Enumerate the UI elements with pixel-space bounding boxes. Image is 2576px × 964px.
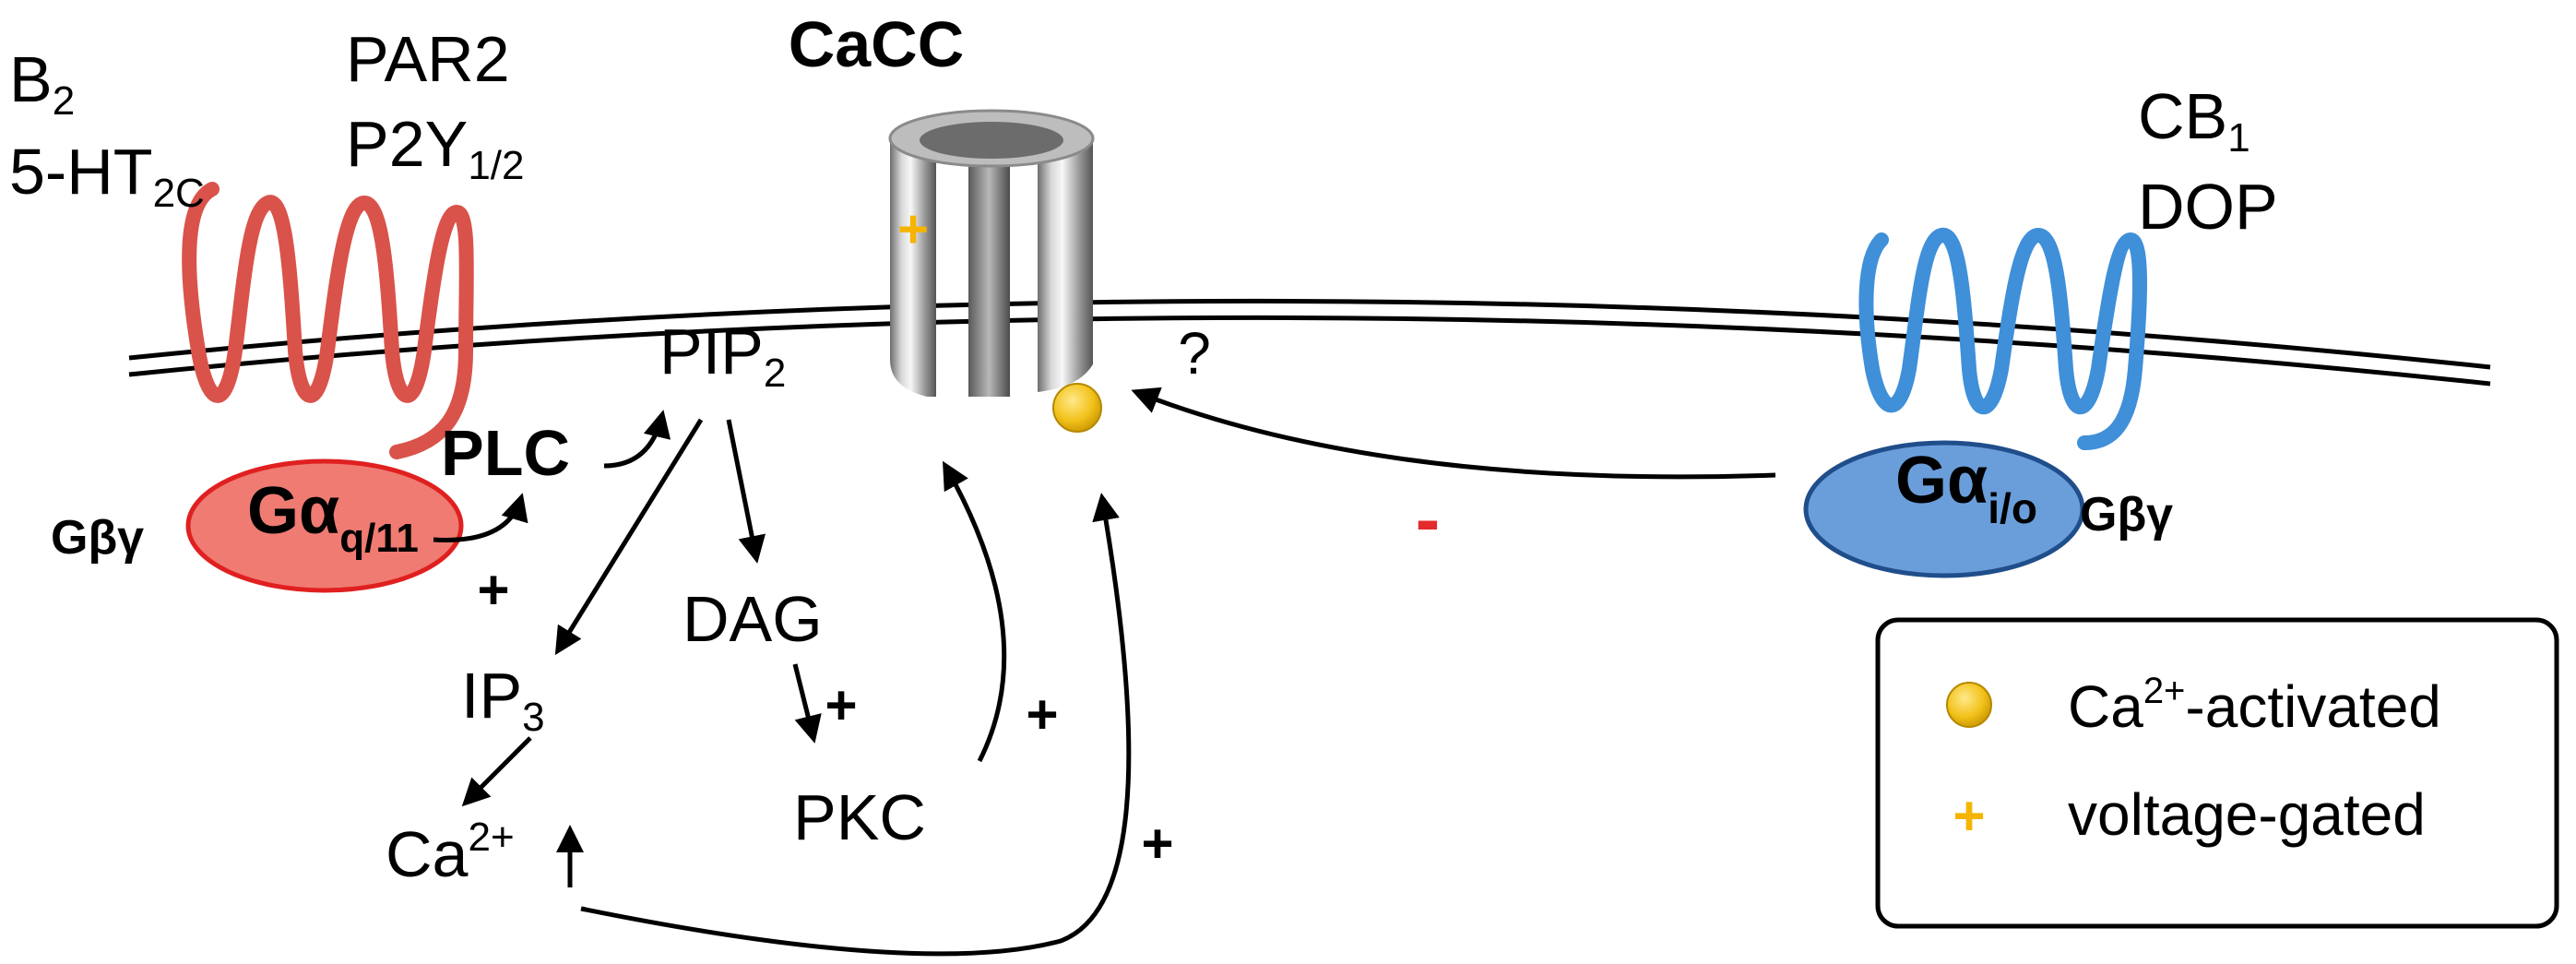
ca-activated-dot (1052, 383, 1102, 433)
legend-box (1875, 617, 2559, 929)
arrow-pip2-to-ip3 (554, 418, 704, 656)
ca-label: Ca2+ (386, 815, 515, 890)
arrow-gq-to-plc (433, 493, 528, 542)
plc-label: PLC (441, 417, 570, 489)
arrow-ca-to-cacc (580, 493, 1132, 957)
ip3-label: IP3 (461, 660, 545, 740)
pkc-label: PKC (793, 781, 926, 853)
minus-sign-gi: - (1416, 478, 1441, 560)
legend-item-voltage-gated: voltage-gated (2068, 781, 2426, 848)
unknown-mechanism-question: ? (1178, 320, 1211, 387)
receptor-label-par2: PAR2 (346, 23, 510, 95)
g-alpha-q11-ellipse (185, 458, 464, 593)
voltage-gated-plus-marker: + (897, 199, 929, 259)
arrow-plc-to-pip2 (603, 410, 671, 469)
receptor-label-dop: DOP (2138, 171, 2278, 243)
channel-title: CaCC (789, 8, 965, 80)
legend-ca-dot-icon (1946, 682, 1992, 728)
plus-sign-ca-cacc: + (1141, 813, 1173, 875)
g-alpha-io-label: Gαi/o (1895, 444, 2037, 532)
gi-receptor (1858, 227, 2147, 450)
dag-label: DAG (683, 583, 823, 655)
arrow-ip3-to-ca (461, 736, 532, 807)
arrow-gi-to-cacc (1131, 387, 1776, 480)
arrow-pkc-to-cacc (943, 460, 1007, 763)
plus-sign-dag-pkc: + (825, 674, 857, 736)
legend-item-ca-activated: Ca2+-activated (2068, 671, 2441, 740)
pathway-arrows (433, 387, 1776, 957)
receptor-label-p2y: P2Y1/2 (346, 108, 524, 188)
g-beta-gamma-left-label: Gβγ (51, 511, 144, 565)
pip2-label: PIP2 (659, 315, 786, 396)
arrow-dag-to-pkc (792, 663, 822, 744)
receptor-label-5ht2c: 5-HT2C (9, 136, 205, 216)
g-alpha-io-ellipse (1803, 440, 2085, 578)
arrow-pip2-to-dag (726, 419, 766, 564)
g-alpha-q11-label: Gαq/11 (247, 474, 419, 561)
cell-membrane (128, 298, 2491, 387)
cacc-channel (888, 109, 1095, 397)
legend-voltage-plus-icon: + (1953, 785, 1985, 847)
receptor-label-b2: B2 (9, 43, 75, 124)
g-beta-gamma-right-label: Gβγ (2080, 488, 2173, 542)
gq-receptor (182, 182, 474, 459)
receptor-label-cb1: CB1 (2138, 80, 2250, 161)
plus-sign-pkc-cacc: + (1026, 684, 1058, 745)
legend: Ca2+-activated + voltage-gated (1875, 617, 2559, 929)
plus-sign-gq: + (477, 559, 509, 621)
